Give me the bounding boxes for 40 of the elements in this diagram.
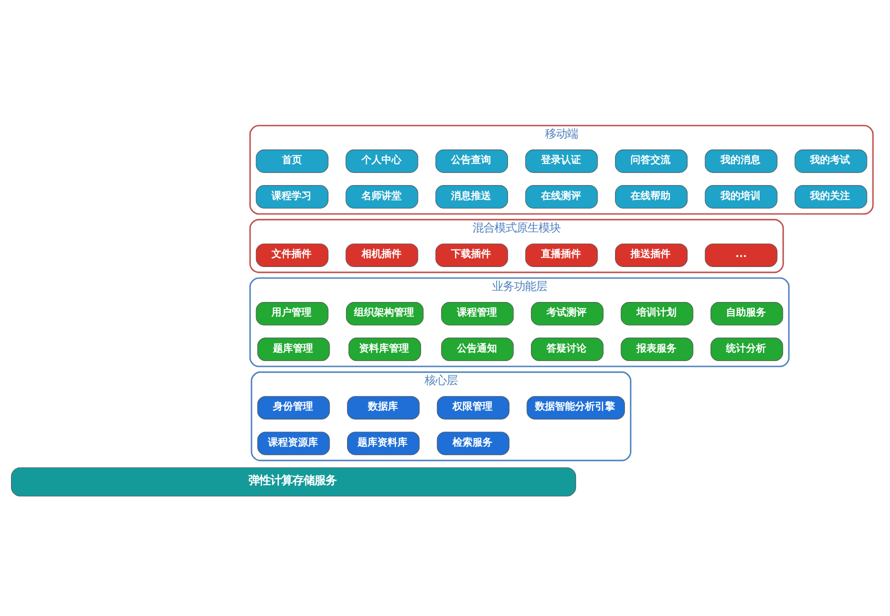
node-box: 直播插件 [525,244,598,267]
node-box: 弹性计算存储服务 [11,467,576,496]
node-box: 首页 [256,150,328,173]
node-box: 培训计划 [620,302,694,326]
node-box: 资料库管理 [348,338,422,362]
node-box: 身份管理 [257,396,330,420]
node-box: 用户管理 [256,302,328,326]
node-box: 题库资料库 [347,432,420,456]
node-box: 问答交流 [615,150,688,173]
node-box: 考试测评 [530,302,604,326]
node-box: 组织架构管理 [346,302,424,326]
node-box: 消息推送 [435,185,508,208]
node-box: 我的培训 [704,185,778,208]
node-box: 课程学习 [256,185,328,208]
node-box: 题库管理 [257,338,330,362]
node-box: 数据智能分析引擎 [526,396,625,420]
node-box: 我的考试 [794,150,868,173]
node-box: 下载插件 [435,244,508,267]
node-box: 名师讲堂 [346,185,418,208]
node-box: ... [704,244,778,267]
node-box: 个人中心 [346,150,418,173]
node-box: 登录认证 [525,150,598,173]
node-box: 答疑讨论 [530,338,604,362]
node-box: 课程管理 [441,302,514,326]
node-box: 在线帮助 [615,185,688,208]
node-box: 文件插件 [256,244,328,267]
node-box: 权限管理 [436,396,510,420]
node-box: 统计分析 [710,338,784,362]
node-box: 课程资源库 [257,432,330,456]
node-box: 在线测评 [525,185,598,208]
node-box: 我的关注 [794,185,868,208]
node-box: 数据库 [347,396,420,420]
node-box: 公告查询 [435,150,508,173]
node-box: 相机插件 [346,244,418,267]
node-box: 我的消息 [704,150,778,173]
node-box: 公告通知 [441,338,514,362]
node-box: 检索服务 [436,432,510,456]
node-box: 报表服务 [620,338,694,362]
node-box: 自助服务 [710,302,784,326]
node-box: 推送插件 [615,244,688,267]
